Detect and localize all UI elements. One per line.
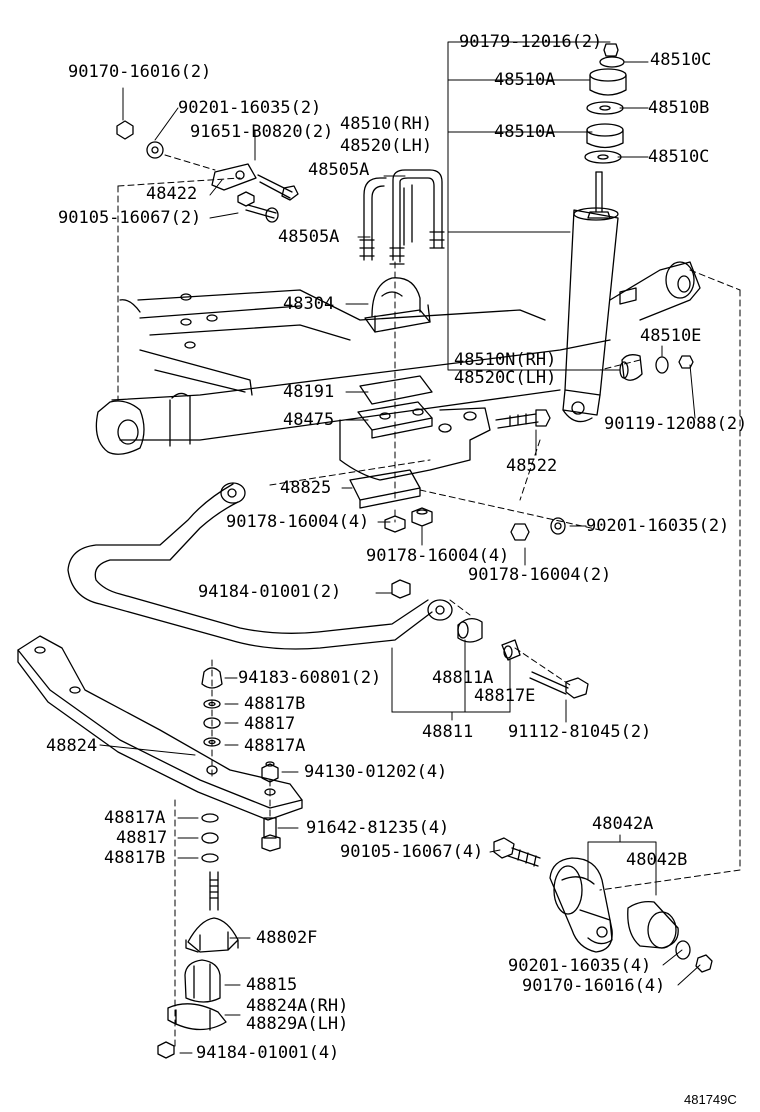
label-48825: 48825 (280, 478, 332, 498)
label-48817-2: 48817 (116, 828, 168, 848)
label-48817B-1: 48817B (244, 694, 306, 714)
stabilizer-bushing-drawing (157, 959, 227, 1059)
label-90179-12016: 90179-12016(2) (459, 32, 603, 52)
label-90178-16004-a: 90178-16004(4) (226, 512, 370, 532)
small-nuts-drawing (384, 507, 566, 599)
spring-seat-drawing (339, 375, 491, 509)
label-48817B-2: 48817B (104, 848, 166, 868)
link-bushing-drawing (457, 618, 589, 699)
axle-housing-drawing (95, 261, 701, 455)
label-48510N-rh: 48510N(RH) (454, 350, 557, 370)
label-48191: 48191 (283, 382, 335, 402)
label-48817A-1: 48817A (244, 736, 306, 756)
label-48510-rh: 48510(RH) (340, 114, 433, 134)
label-90201-16035-2a: 90201-16035(2) (178, 98, 322, 118)
label-48042B: 48042B (626, 850, 688, 870)
label-90178-16004-c: 90178-16004(2) (468, 565, 612, 585)
label-48042A: 48042A (592, 814, 654, 834)
label-94184-01001-4: 94184-01001(4) (196, 1043, 340, 1063)
bolt-48522-drawing (495, 409, 551, 429)
label-91642-81235: 91642-81235(4) (306, 818, 450, 838)
upper-bushings-drawing (584, 43, 627, 164)
label-48510C-top: 48510C (650, 50, 712, 70)
label-48522: 48522 (506, 456, 558, 476)
dashed-reference-lines (117, 154, 741, 1051)
label-48510A-2: 48510A (494, 122, 556, 142)
shackle-bushing-drawing (549, 857, 713, 973)
label-90201-16035-2b: 90201-16035(2) (586, 516, 730, 536)
label-48505A-2: 48505A (278, 227, 340, 247)
label-94183-60801: 94183-60801(2) (238, 668, 382, 688)
label-91651-b0820: 91651-B0820(2) (190, 122, 334, 142)
label-48811: 48811 (422, 722, 474, 742)
label-48510E: 48510E (640, 326, 702, 346)
diagram-caption-code: 481749C (684, 1092, 737, 1107)
label-48811A: 48811A (432, 668, 494, 688)
label-48824: 48824 (46, 736, 98, 756)
label-48510A-1: 48510A (494, 70, 556, 90)
leader-lines (99, 41, 701, 1054)
label-48817A-2: 48817A (104, 808, 166, 828)
label-48510B: 48510B (648, 98, 710, 118)
stabilizer-bar-drawing (67, 482, 453, 650)
label-90105-16067-4: 90105-16067(4) (340, 842, 484, 862)
label-48817E: 48817E (474, 686, 536, 706)
frame-bolt-drawing (493, 837, 541, 867)
stabilizer-link-drawing (185, 871, 239, 953)
label-48505A-1: 48505A (308, 160, 370, 180)
label-91112-81045: 91112-81045(2) (508, 722, 652, 742)
stabilizer-bracket-drawing (17, 635, 303, 821)
label-90119-12088: 90119-12088(2) (604, 414, 748, 434)
label-90170-16016-2: 90170-16016(2) (68, 62, 212, 82)
shock-absorber-drawing (562, 171, 619, 423)
label-48422: 48422 (146, 184, 198, 204)
label-90178-16004-b: 90178-16004(4) (366, 546, 510, 566)
label-94130-01202: 94130-01202(4) (304, 762, 448, 782)
label-48802F: 48802F (256, 928, 318, 948)
label-90170-16016-4: 90170-16016(4) (522, 976, 666, 996)
label-48829A-lh: 48829A(LH) (246, 1014, 349, 1034)
label-90105-16067-2: 90105-16067(2) (58, 208, 202, 228)
axle-pad-drawing (364, 277, 431, 333)
lower-bushing-drawing (619, 354, 694, 381)
label-48824A-rh: 48824A(RH) (246, 996, 349, 1016)
label-94184-01001-2: 94184-01001(2) (198, 582, 342, 602)
label-48815: 48815 (246, 975, 298, 995)
label-48510C-2: 48510C (648, 147, 710, 167)
label-48520-lh: 48520(LH) (340, 136, 433, 156)
label-48475: 48475 (283, 410, 335, 430)
u-bolts-drawing (359, 169, 445, 265)
upper-left-fasteners-drawing (116, 120, 299, 223)
link-bushing-stack-drawing (201, 667, 281, 863)
label-48304: 48304 (283, 294, 335, 314)
label-48520C-lh: 48520C(LH) (454, 368, 557, 388)
label-90201-16035-4: 90201-16035(4) (508, 956, 652, 976)
label-48817-1: 48817 (244, 714, 296, 734)
